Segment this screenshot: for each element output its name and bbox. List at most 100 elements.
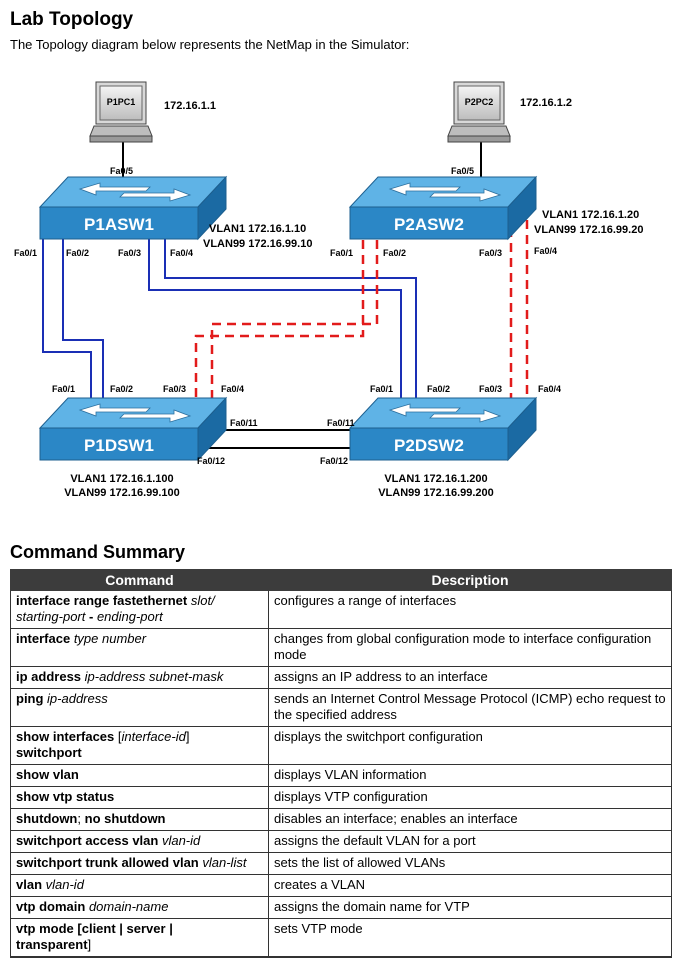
command-cell: interface type number (10, 628, 269, 667)
command-text: ip address (16, 669, 85, 684)
command-cell: vtp mode [client | server |transparent] (10, 918, 269, 958)
description-cell: sends an Internet Control Message Protoc… (268, 688, 672, 727)
command-text: vlan-id (161, 833, 201, 848)
command-cell: switchport access vlan vlan-id (10, 830, 269, 853)
description-cell: assigns an IP address to an interface (268, 666, 672, 689)
port-label: Fa0/4 (538, 384, 561, 394)
port-label: Fa0/4 (221, 384, 244, 394)
command-summary-body: interface range fastethernet slot/starti… (10, 590, 672, 958)
command-text: interface-id (121, 729, 186, 744)
switch-p1asw1: P1ASW1 (38, 175, 228, 241)
port-label: Fa0/3 (479, 384, 502, 394)
command-text: vtp domain (16, 899, 89, 914)
command-text: ip-address (47, 691, 108, 706)
command-text: switchport (16, 745, 82, 760)
link-p1asw1-fa04-p2dsw2-fa02 (164, 238, 417, 398)
table-row: show interfaces [interface-id]switchport… (10, 726, 672, 765)
port-label: Fa0/1 (370, 384, 393, 394)
port-label: Fa0/1 (52, 384, 75, 394)
description-cell: displays the switchport configuration (268, 726, 672, 765)
description-cell: sets VTP mode (268, 918, 672, 958)
description-cell: configures a range of interfaces (268, 590, 672, 629)
description-cell: assigns the domain name for VTP (268, 896, 672, 919)
command-text: type number (73, 631, 147, 646)
port-label: Fa0/3 (118, 248, 141, 258)
pc-p1pc1-ip: 172.16.1.1 (164, 100, 216, 112)
description-cell: displays VTP configuration (268, 786, 672, 809)
switch-p1asw1-label: P1ASW1 (84, 215, 154, 234)
port-labels: Fa0/5 Fa0/5 Fa0/1 Fa0/2 Fa0/3 Fa0/4 Fa0/… (14, 166, 561, 466)
command-text: no shutdown (84, 811, 166, 826)
command-cell: switchport trunk allowed vlan vlan-list (10, 852, 269, 875)
command-cell: ping ip-address (10, 688, 269, 727)
command-cell: show interfaces [interface-id]switchport (10, 726, 269, 765)
page-heading: Lab Topology (10, 9, 134, 30)
port-label: Fa0/2 (383, 248, 406, 258)
pc-p1pc1: P1PC1 (89, 81, 153, 143)
switch-p2asw2-label: P2ASW2 (394, 215, 464, 234)
port-label: Fa0/2 (427, 384, 450, 394)
switch-p2dsw2: P2DSW2 (348, 396, 538, 462)
switch-arrows-icon (388, 403, 502, 423)
p1dsw1-vlan99: VLAN99 172.16.99.100 (64, 487, 180, 499)
switch-arrows-icon (78, 403, 192, 423)
command-text: domain-name (88, 899, 169, 914)
command-text: vlan (16, 877, 46, 892)
command-text: ping (16, 691, 48, 706)
col-command-header: Command (10, 569, 269, 591)
crossover-links (200, 429, 357, 449)
port-label: Fa0/4 (170, 248, 193, 258)
intro-text: The Topology diagram below represents th… (10, 37, 410, 52)
command-cell: shutdown; no shutdown (10, 808, 269, 831)
command-summary-heading: Command Summary (10, 542, 186, 562)
p1asw1-vlan1: VLAN1 172.16.1.10 (209, 223, 306, 235)
command-text: switchport trunk allowed vlan (16, 855, 203, 870)
command-text: show vlan (16, 767, 79, 782)
link-p1asw1-fa02-p1dsw1-fa02 (62, 238, 104, 398)
p2asw2-vlan99: VLAN99 172.16.99.20 (534, 224, 643, 236)
p2dsw2-vlan1: VLAN1 172.16.1.200 (384, 473, 487, 485)
p1dsw1-vlan1: VLAN1 172.16.1.100 (70, 473, 173, 485)
command-text: [ (117, 729, 122, 744)
link-p1asw1-fa01-p1dsw1-fa01 (42, 238, 92, 398)
switch-p2asw2: P2ASW2 (348, 175, 538, 241)
switch-arrows-icon (388, 182, 502, 202)
command-text: shutdown (16, 811, 78, 826)
command-text: - (88, 609, 97, 624)
description-cell: changes from global configuration mode t… (268, 628, 672, 667)
link-p1asw1-fa03-p2dsw2-fa01 (148, 238, 402, 398)
description-cell: sets the list of allowed VLANs (268, 852, 672, 875)
port-label: Fa0/12 (320, 456, 348, 466)
port-label: Fa0/11 (327, 418, 355, 428)
command-text: vtp mode [client | server | (16, 921, 173, 936)
command-text: interface (16, 631, 74, 646)
command-cell: vtp domain domain-name (10, 896, 269, 919)
description-cell: disables an interface; enables an interf… (268, 808, 672, 831)
switch-p1dsw1: P1DSW1 (38, 396, 228, 462)
port-label: Fa0/12 (197, 456, 225, 466)
command-text: show vtp status (16, 789, 115, 804)
command-cell: vlan vlan-id (10, 874, 269, 897)
table-row: vtp mode [client | server |transparent]s… (10, 918, 672, 958)
topology-diagram: P1PC1 172.16.1.1 P2PC2 172.16.1.2 P1ASW1… (14, 81, 643, 499)
dashed-links (194, 220, 529, 398)
command-text: interface range fastethernet (16, 593, 191, 608)
description-cell: assigns the default VLAN for a port (268, 830, 672, 853)
port-label: Fa0/1 (14, 248, 37, 258)
command-text: ] (87, 937, 92, 952)
port-label: Fa0/4 (534, 246, 557, 256)
port-label: Fa0/5 (110, 166, 133, 176)
p2dsw2-vlan99: VLAN99 172.16.99.200 (378, 487, 494, 499)
table-row: show vtp status displays VTP configuratio… (10, 786, 672, 809)
p1asw1-vlan99: VLAN99 172.16.99.10 (203, 238, 312, 250)
switch-p1dsw1-label: P1DSW1 (84, 436, 154, 455)
command-cell: show vtp status (10, 786, 269, 809)
port-label: Fa0/11 (230, 418, 258, 428)
command-text: ; (77, 811, 85, 826)
